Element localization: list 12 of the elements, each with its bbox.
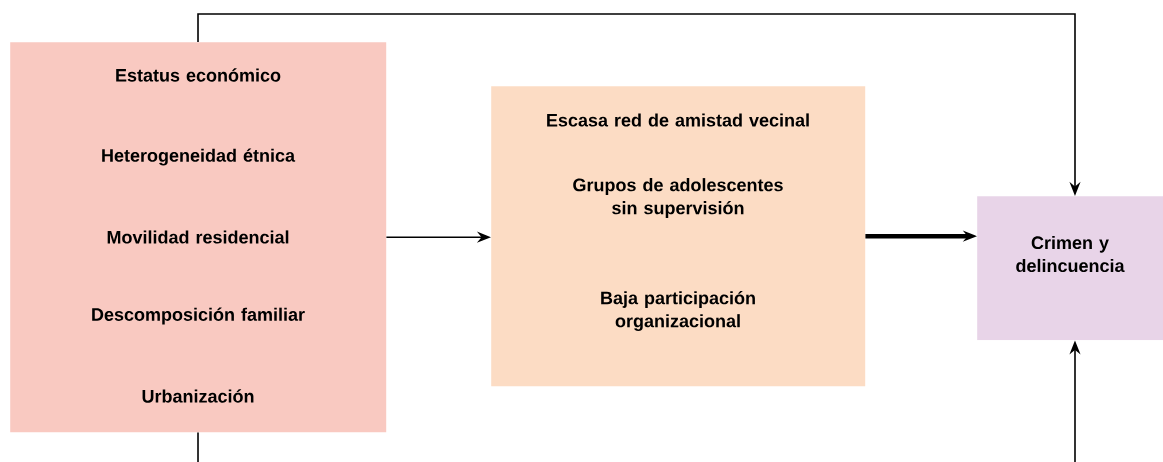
box-text: Urbanización bbox=[142, 389, 254, 403]
mediator-box bbox=[491, 86, 866, 387]
box-text: Crimen y delincuencia bbox=[1016, 235, 1125, 273]
box-text: Baja participación organizacional bbox=[601, 291, 755, 331]
factor-box bbox=[10, 42, 387, 433]
box-text: Descomposición familiar bbox=[92, 307, 305, 325]
outcome-box bbox=[977, 196, 1163, 341]
box-text: Estatus económico bbox=[116, 68, 281, 82]
box-text: Heterogeneidad étnica bbox=[102, 148, 296, 166]
box-text: Movilidad residencial bbox=[107, 230, 289, 244]
box-text: Escasa red de amistad vecinal bbox=[547, 113, 809, 127]
box-text: Grupos de adolescentes sin supervisión bbox=[573, 178, 783, 218]
